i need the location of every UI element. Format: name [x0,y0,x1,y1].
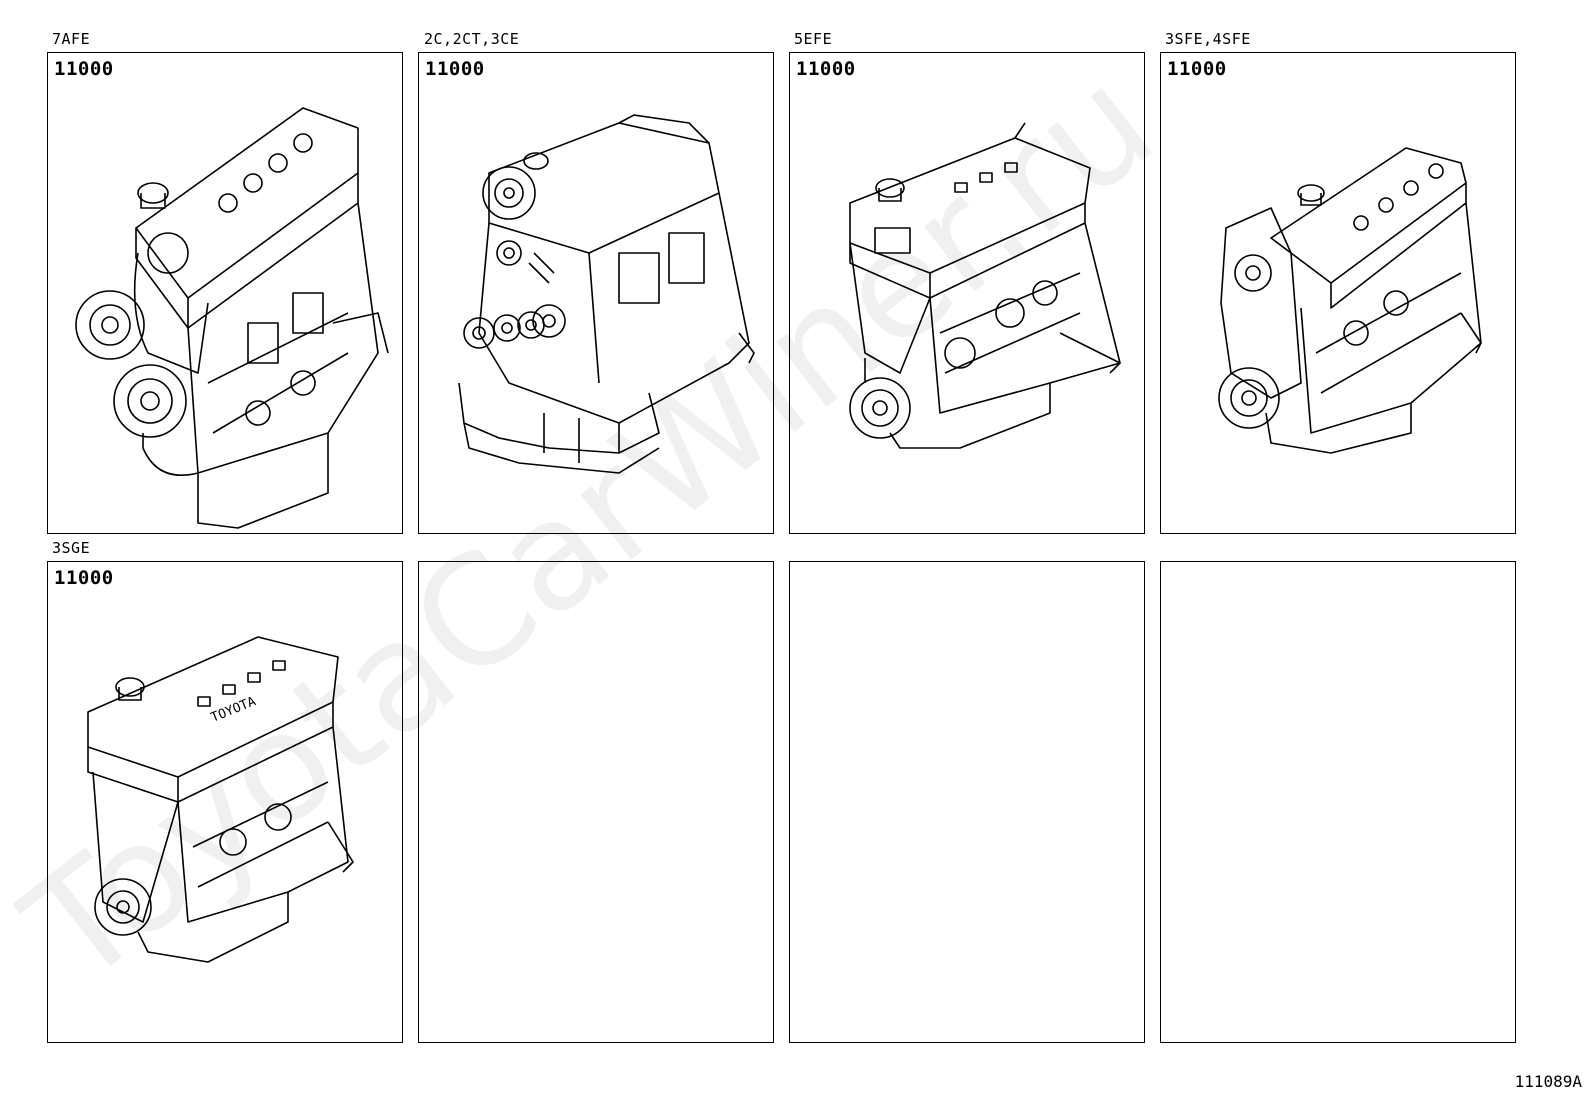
panel-empty-3 [1160,561,1516,1043]
caption-3sfe-4sfe: 3SFE,4SFE [1165,30,1251,48]
part-number-3sge: 11000 [54,567,114,589]
panel-2c-2ct-3ce[interactable]: 11000 [418,52,774,534]
part-number-7afe: 11000 [54,58,114,80]
engine-2c-2ct-3ce-illustration [458,114,755,474]
caption-3sge: 3SGE [52,539,91,557]
panel-3sge[interactable]: 11000 TOYOTA [47,561,403,1043]
panel-empty-1 [418,561,774,1043]
engine-7afe-illustration [75,107,389,529]
panel-empty-2 [789,561,1145,1043]
figure-number: 111089A [1514,1072,1582,1091]
engine-5efe-illustration [849,122,1121,449]
caption-5efe: 5EFE [794,30,833,48]
caption-2c-2ct-3ce: 2C,2CT,3CE [424,30,520,48]
panel-3sfe-4sfe[interactable]: 11000 [1160,52,1516,534]
caption-7afe: 7AFE [52,30,91,48]
panel-5efe[interactable]: 11000 [789,52,1145,534]
part-number-3sfe-4sfe: 11000 [1167,58,1227,80]
engine-3sge-illustration: TOYOTA [87,636,354,963]
engine-3sfe-4sfe-illustration [1218,147,1482,454]
panel-7afe[interactable]: 11000 [47,52,403,534]
engine-badge-text: TOYOTA [209,694,258,726]
part-number-5efe: 11000 [796,58,856,80]
part-number-2c-2ct-3ce: 11000 [425,58,485,80]
